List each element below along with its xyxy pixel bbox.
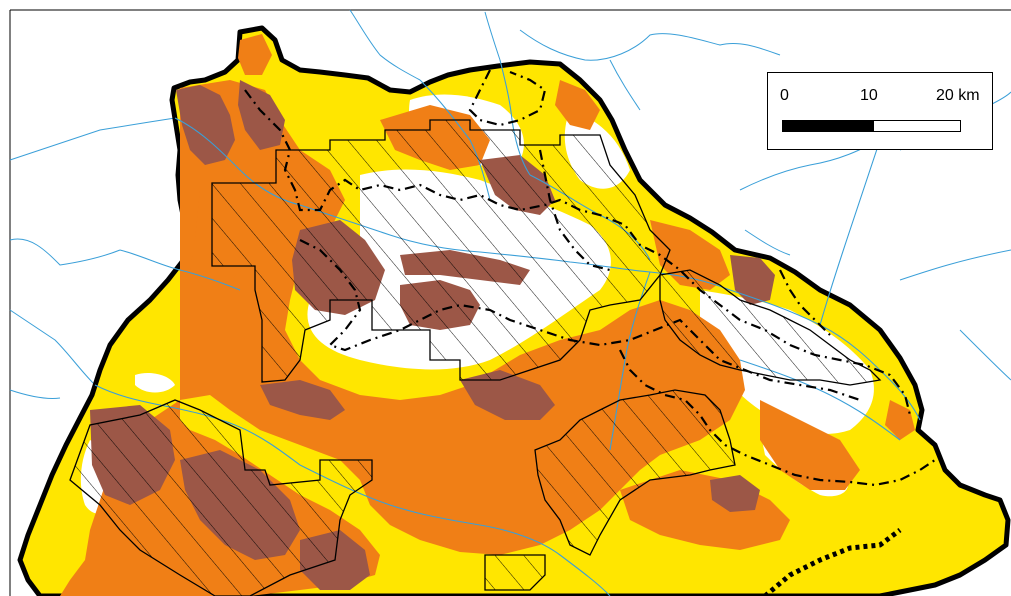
scale-segment-white [873, 120, 961, 132]
scale-tick-10: 10 [860, 87, 878, 104]
scale-bar: 0 10 20 km [767, 72, 993, 150]
hatched-area-southwest [69, 399, 373, 596]
hatched-areas [69, 119, 882, 596]
boundary-dotted [763, 528, 902, 596]
hatched-area-east [659, 269, 882, 386]
hatched-area-south [484, 554, 546, 591]
hatched-area-north [211, 119, 671, 383]
scale-tick-20km: 20 km [936, 87, 980, 104]
boundary-dashdot [244, 69, 936, 487]
scale-tick-0: 0 [780, 87, 789, 104]
hatched-area-southeast [534, 389, 736, 556]
scale-segment-black [782, 120, 874, 132]
